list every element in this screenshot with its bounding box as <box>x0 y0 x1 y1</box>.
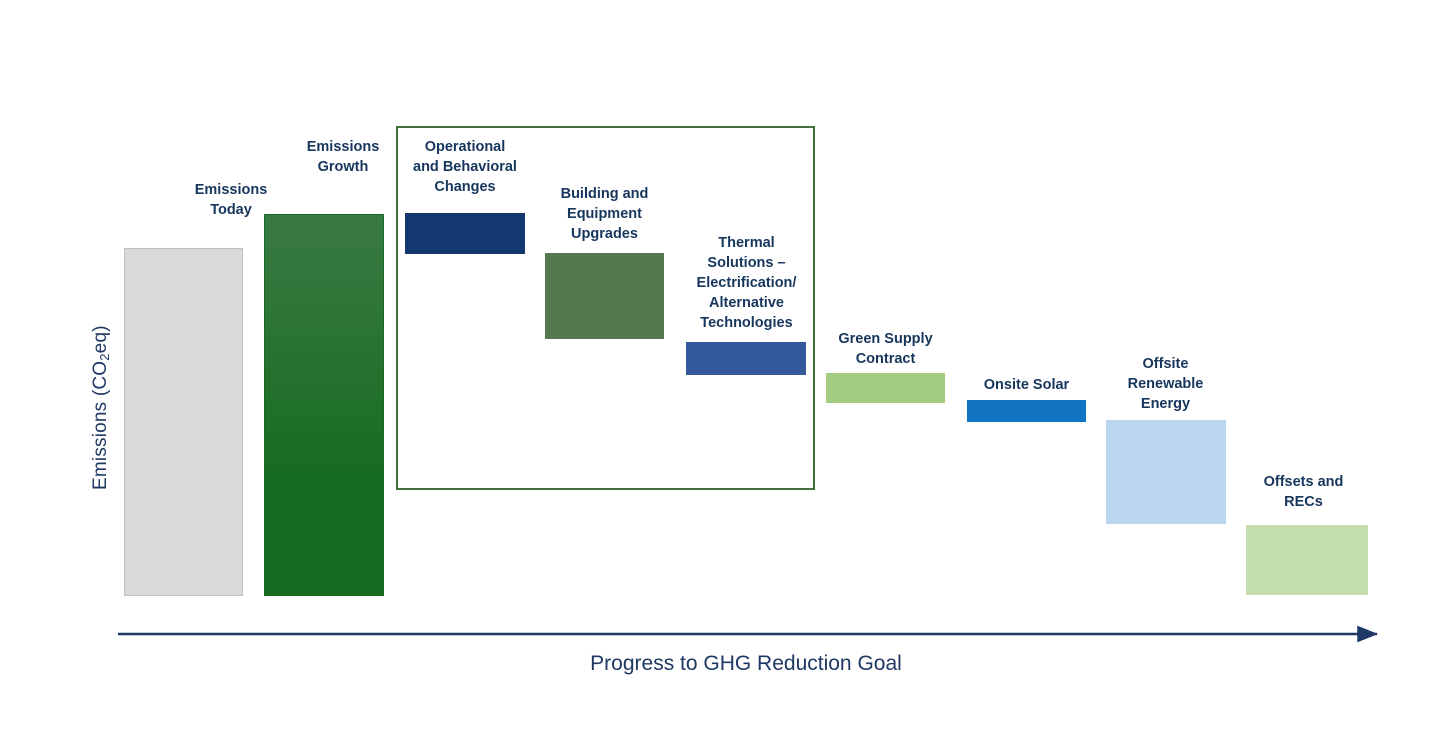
bar-label-1: Emissions Growth <box>306 139 380 175</box>
bar-label-4: Thermal Solutions – Electrification/ Alt… <box>696 235 797 331</box>
bar-label-0: Emissions Today <box>194 182 268 218</box>
bar-8[interactable] <box>1246 525 1368 595</box>
bar-label-7: Offsite Renewable Energy <box>1127 356 1204 412</box>
bar-2[interactable] <box>405 213 525 254</box>
bar-3[interactable] <box>545 253 664 339</box>
bar-5[interactable] <box>826 373 945 403</box>
bar-0[interactable] <box>124 248 243 596</box>
bar-7[interactable] <box>1106 420 1226 524</box>
bar-1[interactable] <box>264 214 384 596</box>
bar-label-5: Green Supply Contract <box>838 331 933 367</box>
x-axis-caption: Progress to GHG Reduction Goal <box>590 652 902 675</box>
onsite-reduction-group-box <box>396 126 815 490</box>
bar-label-3: Building and Equipment Upgrades <box>560 186 649 242</box>
bar-label-8: Offsets and RECs <box>1263 474 1344 510</box>
bar-label-6: Onsite Solar <box>983 377 1070 393</box>
bar-4[interactable] <box>686 342 806 375</box>
bar-label-2: Operational and Behavioral Changes <box>413 139 517 195</box>
bar-6[interactable] <box>967 400 1086 422</box>
